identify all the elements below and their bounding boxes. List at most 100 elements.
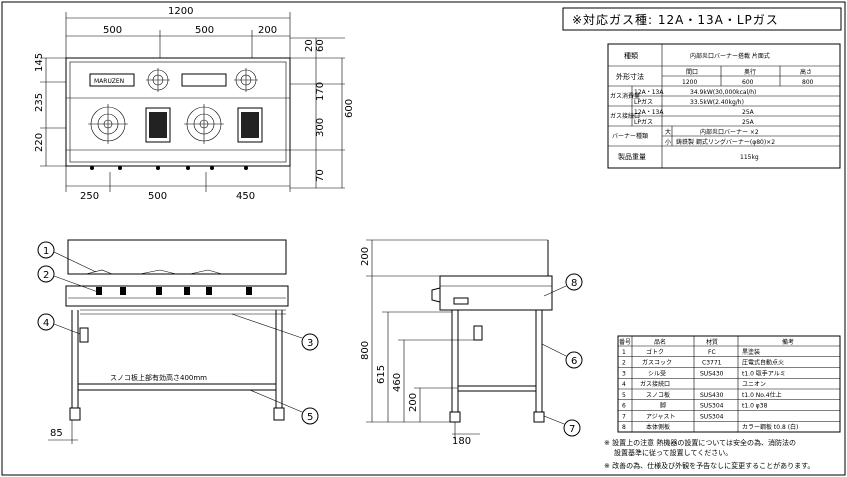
dim-w1: 500 — [103, 25, 122, 36]
side-view: 200 800 615 460 200 180 8 6 7 — [360, 239, 583, 447]
svg-text:34.9kW(30,000kcal/h): 34.9kW(30,000kcal/h) — [690, 89, 756, 96]
svg-text:12A・13A: 12A・13A — [634, 109, 664, 116]
dim-right-d3: 170 — [315, 82, 326, 101]
svg-text:SUS304: SUS304 — [700, 414, 724, 421]
control-knobs — [90, 166, 248, 170]
svg-text:番号: 番号 — [619, 339, 631, 346]
svg-text:カラー鋼板 t0.8 (白): カラー鋼板 t0.8 (白) — [742, 423, 798, 431]
svg-text:1: 1 — [622, 349, 626, 356]
dim-bottom-w3: 450 — [236, 191, 255, 202]
dim-depth: 600 — [344, 99, 355, 118]
spec-table: 種類 内部炎口バーナー搭載 片面式 外形寸法 間口 奥行 高さ 1200 600… — [607, 43, 841, 169]
svg-text:7: 7 — [622, 414, 626, 421]
svg-text:脚: 脚 — [660, 402, 666, 410]
svg-text:FC: FC — [708, 349, 716, 356]
svg-text:LPガス: LPガス — [634, 98, 653, 106]
shelf-note: スノコ板上部有効高さ400mm — [110, 373, 207, 382]
svg-text:8: 8 — [571, 278, 577, 289]
side-body — [439, 275, 553, 311]
svg-text:圧電式自動点火: 圧電式自動点火 — [742, 359, 784, 367]
front-knobs — [96, 287, 252, 295]
parts-row-8: 8 本体側板 カラー鋼板 t0.8 (白) — [622, 423, 798, 431]
parts-row-4: 4 ガス接続口 ユニオン — [622, 380, 766, 388]
dim-left-h1: 145 — [34, 53, 45, 72]
spec-consumption-label: ガス消費量 — [610, 92, 640, 100]
svg-text:シル受: シル受 — [648, 370, 666, 378]
gas-type-title: ※対応ガス種: 12A・13A・LPガス — [572, 13, 779, 27]
note-3: ※ 改善の為、仕様及び外観を予告なしに変更することがあります。 — [604, 461, 814, 470]
svg-text:C3771: C3771 — [702, 360, 722, 367]
dim-side-615: 615 — [376, 365, 387, 384]
dim-bottom-w1: 250 — [80, 191, 99, 202]
callout-1: 1 — [37, 241, 97, 273]
svg-text:高さ: 高さ — [800, 68, 812, 76]
svg-text:大: 大 — [665, 128, 671, 136]
spec-size-label: 外形寸法 — [616, 72, 644, 81]
front-control-panel — [65, 285, 289, 307]
brand-plate — [89, 73, 135, 87]
plate-2 — [237, 107, 263, 143]
dim-bottom-w2: 500 — [148, 191, 167, 202]
svg-text:本体側板: 本体側板 — [646, 423, 670, 431]
spec-weight-value: 115kg — [740, 154, 759, 161]
front-body — [67, 239, 287, 275]
svg-text:600: 600 — [742, 79, 754, 86]
svg-text:2: 2 — [43, 270, 49, 281]
svg-text:品名: 品名 — [654, 338, 666, 346]
svg-text:SUS430: SUS430 — [700, 371, 724, 378]
callout-3: 3 — [231, 313, 319, 351]
svg-text:33.5kW(2.40kg/h): 33.5kW(2.40kg/h) — [690, 99, 744, 106]
svg-text:3: 3 — [307, 338, 313, 349]
svg-text:ガスコック: ガスコック — [642, 359, 672, 367]
plate-1 — [145, 107, 171, 143]
gas-inlet-icon — [79, 327, 89, 343]
svg-text:間口: 間口 — [686, 69, 698, 76]
svg-text:8: 8 — [622, 424, 626, 431]
svg-text:25A: 25A — [742, 109, 755, 116]
svg-text:ユニオン: ユニオン — [742, 381, 766, 388]
dim-side-800: 800 — [360, 341, 371, 360]
dim-side-180: 180 — [452, 436, 471, 447]
dim-85: 85 — [50, 428, 63, 439]
large-burner-2-icon — [184, 104, 224, 144]
large-burner-1-icon — [88, 104, 128, 144]
svg-text:1200: 1200 — [682, 79, 697, 86]
svg-text:3: 3 — [622, 371, 626, 378]
svg-text:6: 6 — [571, 356, 577, 367]
top-view: 1200 500 500 200 MARUZEN — [34, 6, 355, 202]
svg-text:黒塗装: 黒塗装 — [742, 348, 760, 356]
svg-text:鋳鉄製 鋼式リングバーナー(φ80)×2: 鋳鉄製 鋼式リングバーナー(φ80)×2 — [676, 138, 775, 146]
dim-w2: 500 — [195, 25, 214, 36]
svg-text:t1.0 No.4仕上: t1.0 No.4仕上 — [742, 391, 782, 399]
svg-text:4: 4 — [43, 318, 49, 329]
svg-text:1: 1 — [43, 246, 49, 257]
svg-text:小: 小 — [665, 138, 671, 146]
svg-text:ガス接続口: ガス接続口 — [640, 380, 670, 388]
note-1: ※ 設置上の注意 熱機器の設置については安全の為、消防法の — [604, 438, 796, 447]
spec-type-value: 内部炎口バーナー搭載 片面式 — [690, 52, 770, 60]
dim-left-h3: 220 — [34, 133, 45, 152]
spec-weight-label: 製品重量 — [618, 152, 646, 161]
side-gas-inlet-icon — [473, 325, 483, 341]
spec-type-label: 種類 — [624, 51, 638, 60]
callout-8: 8 — [543, 273, 583, 297]
dim-overall-width: 1200 — [168, 6, 193, 17]
dim-right-d4: 300 — [315, 118, 326, 137]
svg-text:800: 800 — [802, 79, 814, 86]
svg-text:25A: 25A — [742, 119, 755, 126]
svg-text:アジャスト: アジャスト — [646, 414, 675, 421]
svg-text:4: 4 — [622, 381, 626, 388]
dim-w3: 200 — [258, 25, 277, 36]
svg-text:奥行: 奥行 — [744, 68, 756, 76]
svg-text:7: 7 — [569, 424, 575, 435]
spec-burner-label: バーナー種類 — [612, 132, 648, 140]
svg-text:SUS430: SUS430 — [700, 392, 724, 399]
callout-7: 7 — [543, 415, 581, 437]
parts-row-7: 7 アジャスト SUS304 — [622, 414, 724, 421]
dim-side-200b: 200 — [408, 393, 419, 412]
top-body-outline — [65, 57, 291, 167]
